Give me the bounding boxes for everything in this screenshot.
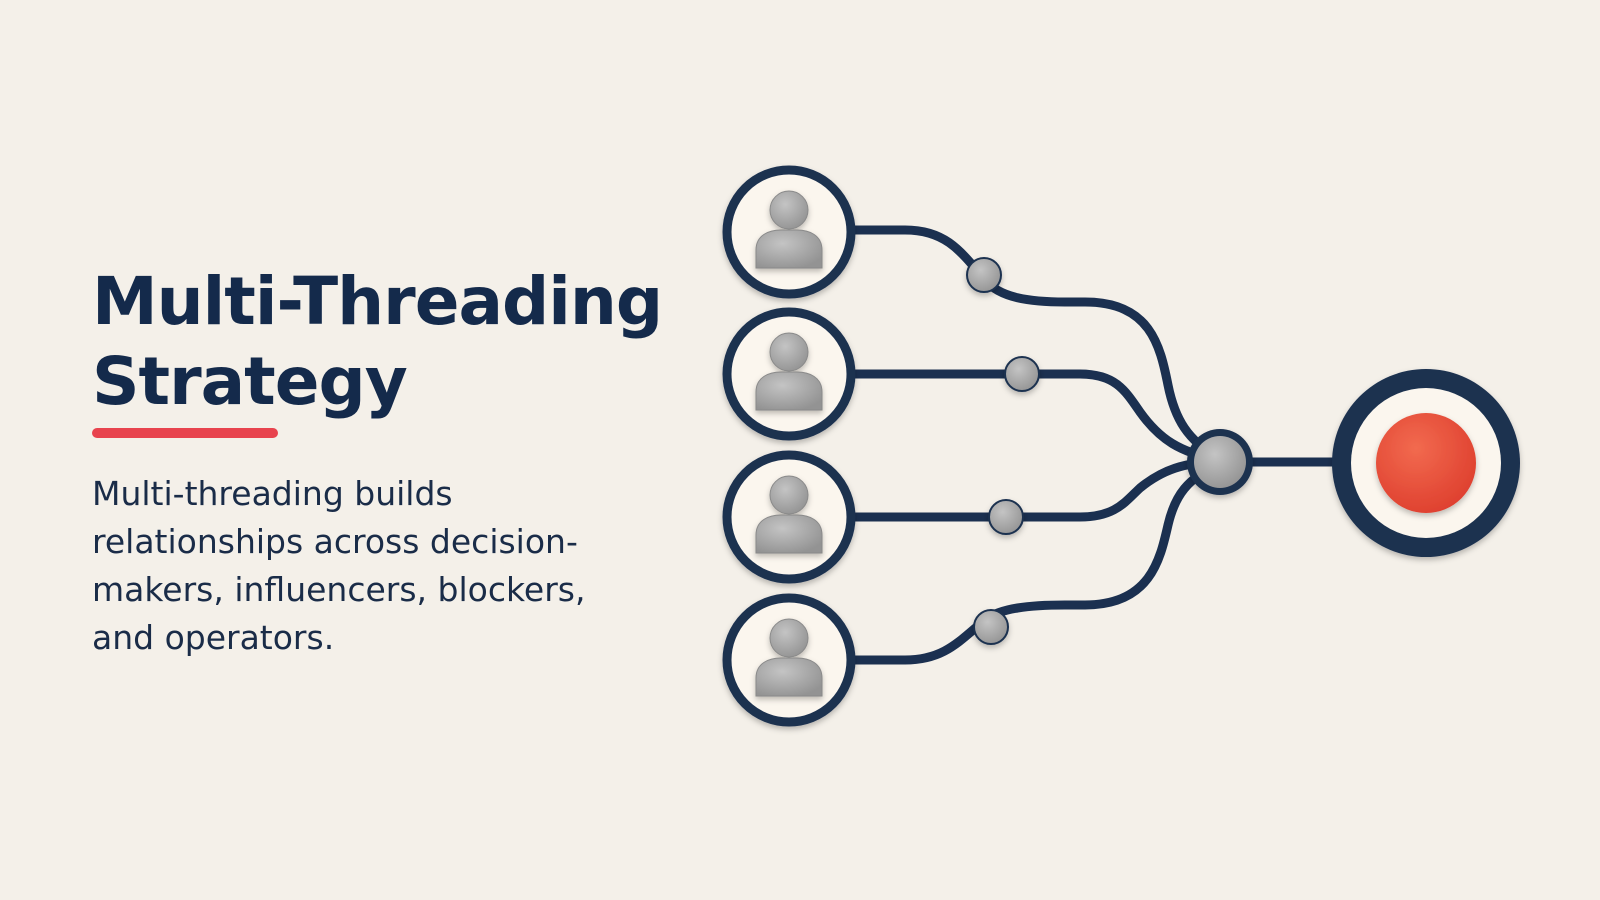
connector-dot-3 [988, 499, 1024, 535]
title-underline [92, 428, 278, 438]
thread-line-4 [833, 460, 1223, 665]
person-icon [755, 332, 823, 411]
stakeholder-3 [722, 450, 856, 584]
person-icon [755, 618, 823, 697]
title-line-1: Multi-Threading [92, 263, 663, 340]
stakeholder-2 [722, 307, 856, 441]
person-icon [755, 475, 823, 554]
stakeholder-4 [722, 593, 856, 727]
title-line-2: Strategy [92, 343, 408, 420]
person-icon [755, 190, 823, 269]
connector-dot-4 [973, 609, 1009, 645]
text-block: Multi-Threading Strategy Multi-threading… [92, 262, 663, 662]
thread-line-2 [833, 369, 1223, 465]
slide-title: Multi-Threading Strategy [92, 262, 663, 422]
target-icon [1332, 369, 1520, 557]
slide-body-text: Multi-threading builds relationships acr… [92, 474, 586, 657]
connector-dots [966, 257, 1040, 645]
stakeholder-1 [722, 165, 856, 299]
connector-dot-1 [966, 257, 1002, 293]
connector-dot-2 [1004, 356, 1040, 392]
hub-node [1187, 429, 1253, 495]
thread-line-1 [833, 225, 1223, 463]
thread-lines [833, 225, 1345, 665]
thread-line-3 [833, 457, 1223, 522]
